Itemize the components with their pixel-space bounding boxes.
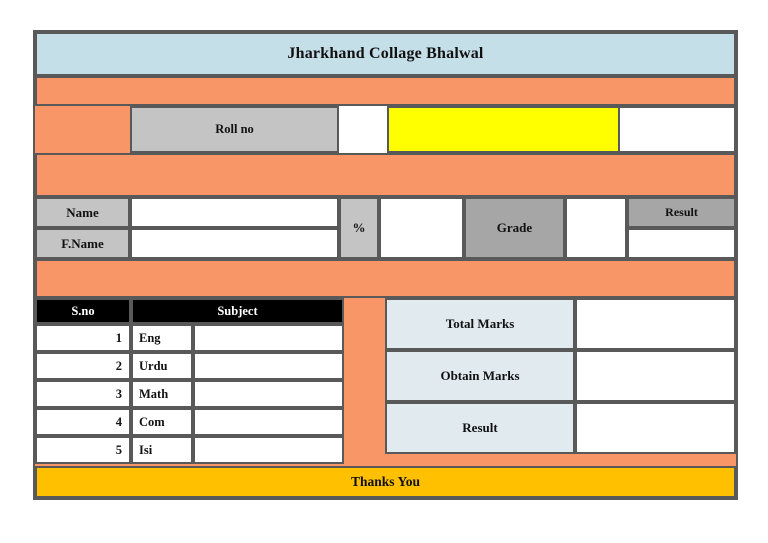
subject-row-sno: 2 — [35, 352, 131, 380]
summary-row-label: Result — [385, 402, 575, 454]
roll-row-right-cell — [620, 106, 736, 153]
subject-row-marks-input[interactable] — [193, 436, 344, 464]
summary-row-value-input[interactable] — [575, 350, 736, 402]
page-title: Jharkhand Collage Bhalwal — [35, 32, 736, 76]
subject-row-sno: 5 — [35, 436, 131, 464]
summary-row-label: Obtain Marks — [385, 350, 575, 402]
name-label: Name — [35, 197, 130, 228]
subject-row-sno: 1 — [35, 324, 131, 352]
footer-thanks-banner: Thanks You — [35, 466, 736, 498]
summary-row-value-input[interactable] — [575, 402, 736, 454]
grade-input[interactable] — [565, 197, 627, 259]
subject-row-name: Urdu — [131, 352, 193, 380]
spacer-band-upper-middle — [35, 153, 736, 197]
percent-input[interactable] — [379, 197, 464, 259]
roll-row-left-filler — [35, 106, 130, 153]
father-name-label: F.Name — [35, 228, 130, 259]
subject-row-sno: 3 — [35, 380, 131, 408]
roll-row-gap — [339, 106, 387, 153]
roll-no-row: Roll no — [35, 106, 736, 153]
subject-table-header-subject: Subject — [131, 298, 344, 324]
subject-row-marks-input[interactable] — [193, 352, 344, 380]
subject-table-header-sno: S.no — [35, 298, 131, 324]
subject-row-marks-input[interactable] — [193, 324, 344, 352]
subject-row-marks-input[interactable] — [193, 380, 344, 408]
spacer-band-top — [35, 76, 736, 106]
summary-row-label: Total Marks — [385, 298, 575, 350]
subject-row-marks-input[interactable] — [193, 408, 344, 436]
result-label: Result — [627, 197, 736, 228]
spacer-band-lower-middle — [35, 259, 736, 298]
result-card-sheet: Jharkhand Collage Bhalwal Roll no Name F… — [33, 30, 738, 500]
name-input[interactable] — [130, 197, 339, 228]
subject-row-sno: 4 — [35, 408, 131, 436]
subject-row-name: Eng — [131, 324, 193, 352]
father-name-input[interactable] — [130, 228, 339, 259]
roll-no-label: Roll no — [130, 106, 339, 153]
result-input[interactable] — [627, 228, 736, 259]
student-info-block: Name F.Name % Grade Result — [35, 197, 736, 259]
title-row: Jharkhand Collage Bhalwal — [35, 32, 736, 76]
subject-row-name: Isi — [131, 436, 193, 464]
summary-row-value-input[interactable] — [575, 298, 736, 350]
subject-row-name: Com — [131, 408, 193, 436]
grade-label: Grade — [464, 197, 565, 259]
subject-row-name: Math — [131, 380, 193, 408]
percent-label: % — [339, 197, 379, 259]
roll-no-input[interactable] — [387, 106, 620, 153]
